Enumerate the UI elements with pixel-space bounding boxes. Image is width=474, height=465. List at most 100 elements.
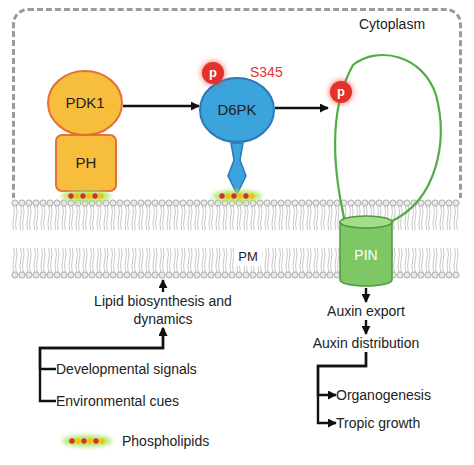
lipid-head <box>320 272 326 278</box>
lipid-tail <box>212 248 214 272</box>
lipid-tail <box>121 206 123 230</box>
lipid-head <box>145 200 151 206</box>
node-label: Auxin distribution <box>313 334 420 352</box>
lipid-tail <box>398 248 400 272</box>
lipid-tail <box>289 206 291 230</box>
input-text: Environmental cues <box>56 392 226 410</box>
lipid-tail <box>111 206 113 230</box>
lipid-tail <box>107 206 109 230</box>
lipid-head <box>264 272 270 278</box>
lipid-tail <box>90 248 92 272</box>
lipid-tail <box>394 248 396 272</box>
lipid-tail <box>195 248 197 272</box>
lipid-tail <box>191 206 193 230</box>
lipid-tail <box>156 248 158 272</box>
lipid-tail <box>170 206 172 230</box>
lipid-head <box>19 272 25 278</box>
lipid-tail <box>160 206 162 230</box>
lipid-tail <box>104 248 106 272</box>
lipid-tail <box>107 248 109 272</box>
lipid-tail <box>93 248 95 272</box>
lipid-tail <box>440 248 442 272</box>
lipid-tail <box>223 206 225 230</box>
lipid-tail <box>128 206 130 230</box>
lipid-tail <box>23 248 25 272</box>
lipid-tail <box>310 206 312 230</box>
lipid-tail <box>405 248 407 272</box>
lipid-head <box>348 200 354 206</box>
lipid-tail <box>219 206 221 230</box>
lipid-head <box>117 272 123 278</box>
lipid-head <box>89 200 95 206</box>
lipid-tail <box>90 206 92 230</box>
lipid-head <box>194 200 200 206</box>
lipid-tail <box>20 248 22 272</box>
lipid-tail <box>230 248 232 272</box>
lipid-head <box>96 200 102 206</box>
lipid-head <box>33 272 39 278</box>
lipid-head <box>68 200 74 206</box>
lipid-tail <box>58 248 60 272</box>
lipid-head <box>152 272 158 278</box>
lipid-tail <box>13 248 15 272</box>
lipid-tail <box>125 248 127 272</box>
lipid-tail <box>415 248 417 272</box>
lipid-tail <box>79 206 81 230</box>
lipid-tail <box>202 206 204 230</box>
lipid-tail <box>335 248 337 272</box>
lipid-head <box>215 200 221 206</box>
lipid-head <box>285 272 291 278</box>
lipid-head <box>327 200 333 206</box>
lipid-head <box>278 272 284 278</box>
arrow-connector <box>123 105 199 107</box>
arrow-connector <box>365 288 367 302</box>
lipid-head <box>278 200 284 206</box>
lipid-tail <box>128 248 130 272</box>
lipid-tail <box>184 206 186 230</box>
lipid-tail <box>198 248 200 272</box>
lipid-tail <box>314 206 316 230</box>
lipid-head <box>215 272 221 278</box>
lipid-tail <box>195 206 197 230</box>
lipid-head <box>110 200 116 206</box>
lipid-head <box>138 272 144 278</box>
lipid-head <box>222 200 228 206</box>
lipid-tail <box>419 206 421 230</box>
lipid-tail <box>69 206 71 230</box>
lipid-head <box>96 272 102 278</box>
lipid-tail <box>286 248 288 272</box>
lipid-tail <box>268 248 270 272</box>
lipid-head <box>110 272 116 278</box>
lipid-head <box>292 200 298 206</box>
lipid-tail <box>433 206 435 230</box>
lipid-tail <box>436 206 438 230</box>
lipid-head <box>446 200 452 206</box>
lipid-tail <box>30 248 32 272</box>
ellipse-outline <box>200 78 274 142</box>
node-label: Organogenesis <box>336 386 431 404</box>
lipid-head <box>264 200 270 206</box>
lipid-head <box>257 272 263 278</box>
lipid-tail <box>30 206 32 230</box>
lipid-tail <box>163 206 165 230</box>
lipid-tail <box>265 248 267 272</box>
pin-cylinder <box>340 222 392 286</box>
lipid-tail <box>135 206 137 230</box>
lipid-head <box>306 200 312 206</box>
lipid-tail <box>447 206 449 230</box>
lipid-tail <box>244 206 246 230</box>
lipid-head <box>453 200 459 206</box>
lipid-tail <box>401 248 403 272</box>
lipid-head <box>26 272 32 278</box>
node-label: Tropic growth <box>336 414 420 432</box>
lipid-head <box>208 200 214 206</box>
kinase-ellipse: D6PK <box>199 77 275 143</box>
lipid-head <box>299 200 305 206</box>
lipid-head <box>453 272 459 278</box>
lipid-head <box>47 272 53 278</box>
lipid-tail <box>65 206 67 230</box>
lipid-tail <box>447 248 449 272</box>
lipid-head <box>194 272 200 278</box>
lipid-tail <box>97 206 99 230</box>
node-label: p <box>337 83 345 101</box>
